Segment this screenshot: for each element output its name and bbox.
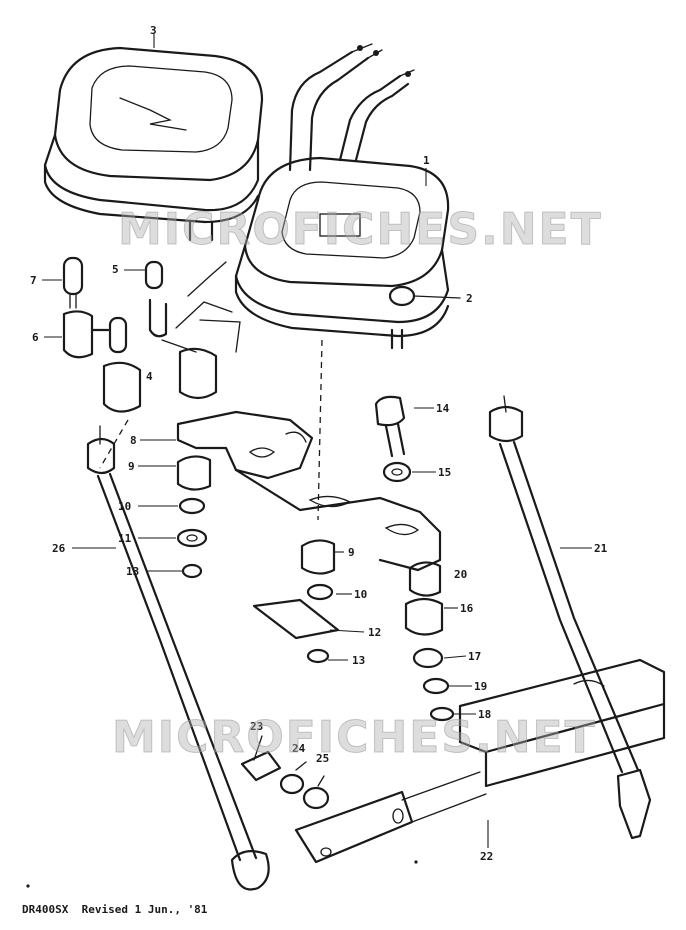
part-14-bolt bbox=[374, 395, 406, 458]
part-15-washer bbox=[382, 461, 412, 483]
callout-24: 24 bbox=[292, 742, 306, 755]
left-mount-stack bbox=[176, 455, 212, 579]
part-21-cable bbox=[488, 395, 652, 840]
callout-2: 2 bbox=[466, 292, 473, 305]
callout-20: 20 bbox=[454, 568, 467, 581]
callout-10-left: 10 bbox=[118, 500, 131, 513]
alignment-lines bbox=[99, 339, 323, 521]
part-22-bracket bbox=[294, 658, 666, 864]
callout-9-left: 9 bbox=[128, 460, 135, 473]
watermark-bottom: MICROFICHES.NET bbox=[112, 712, 597, 764]
part-5-bulb bbox=[144, 260, 168, 338]
part-7-bulb bbox=[62, 256, 84, 309]
callout-14: 14 bbox=[436, 402, 450, 415]
callout-3: 3 bbox=[150, 24, 157, 37]
callout-25: 25 bbox=[316, 752, 329, 765]
speck-mark bbox=[26, 884, 30, 888]
leader-lines bbox=[42, 34, 592, 848]
callout-17: 17 bbox=[468, 650, 481, 663]
callout-10-center: 10 bbox=[354, 588, 367, 601]
right-mount-stack bbox=[404, 561, 455, 722]
callout-22: 22 bbox=[480, 850, 493, 863]
callout-15: 15 bbox=[438, 466, 451, 479]
callout-6: 6 bbox=[32, 331, 39, 344]
callout-11: 11 bbox=[118, 532, 132, 545]
part-2-indicator-lens bbox=[388, 285, 461, 307]
part-6-socket bbox=[62, 310, 110, 359]
callout-9-center: 9 bbox=[348, 546, 355, 559]
callout-12: 12 bbox=[368, 626, 381, 639]
part-1-tachometer bbox=[234, 156, 450, 350]
speck-mark bbox=[414, 860, 418, 864]
callout-18: 18 bbox=[478, 708, 491, 721]
callout-4: 4 bbox=[146, 370, 153, 383]
parts-23-25-fasteners bbox=[240, 735, 330, 810]
callout-26: 26 bbox=[52, 542, 66, 555]
callout-16: 16 bbox=[460, 602, 474, 615]
callout-23: 23 bbox=[250, 720, 263, 733]
part-4-socket-assembly bbox=[102, 261, 241, 413]
callout-13-left: 13 bbox=[126, 565, 139, 578]
callout-19: 19 bbox=[474, 680, 487, 693]
callout-7: 7 bbox=[30, 274, 37, 287]
part-26-cable bbox=[86, 425, 270, 891]
callout-1: 1 bbox=[423, 154, 430, 167]
callout-13-center: 13 bbox=[352, 654, 365, 667]
part-8-bracket bbox=[176, 410, 442, 572]
part-3-speedometer bbox=[43, 46, 264, 242]
meter-cables bbox=[288, 43, 415, 172]
callout-21: 21 bbox=[594, 542, 608, 555]
watermark-top: MICROFICHES.NET bbox=[118, 204, 603, 256]
callout-numbers: 1 2 3 4 5 6 7 8 9 9 10 10 11 12 13 13 14… bbox=[30, 24, 608, 863]
callout-5: 5 bbox=[112, 263, 119, 276]
center-mount-stack bbox=[252, 539, 340, 664]
callout-8: 8 bbox=[130, 434, 137, 447]
footer-revision-note: DR400SX Revised 1 Jun., '81 bbox=[22, 903, 208, 916]
